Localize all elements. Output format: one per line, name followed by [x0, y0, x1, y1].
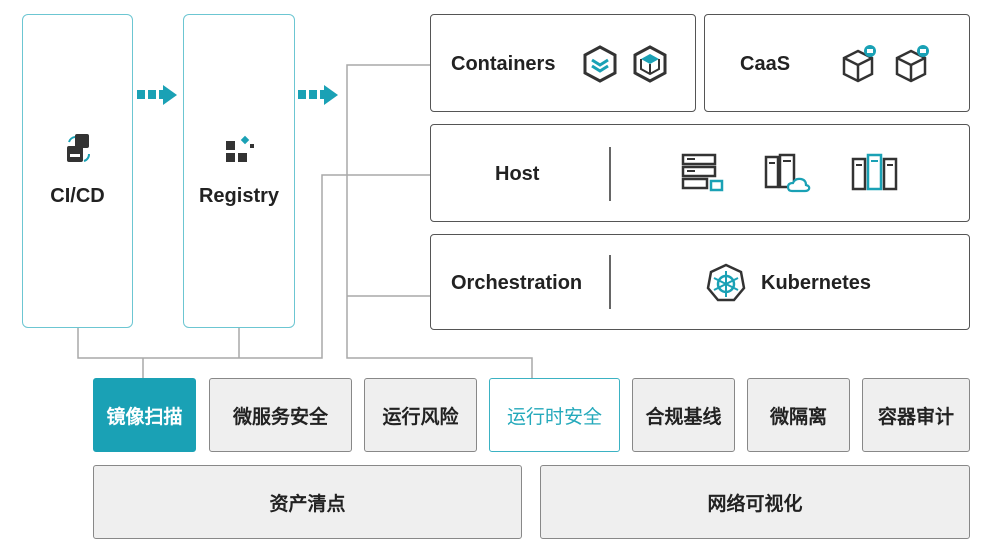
feature-container-audit[interactable]: 容器审计: [862, 378, 970, 452]
feature-micro-segmentation[interactable]: 微隔离: [747, 378, 850, 452]
asset-inventory-bar[interactable]: 资产清点: [93, 465, 522, 539]
orchestration-box: Orchestration Kubernetes: [430, 234, 970, 330]
network-visualization-bar[interactable]: 网络可视化: [540, 465, 970, 539]
server-cloud-icon: [764, 153, 812, 195]
feature-runtime-security[interactable]: 运行时安全: [489, 378, 620, 452]
feature-compliance-baseline[interactable]: 合规基线: [632, 378, 735, 452]
containers-icon: [581, 45, 619, 83]
caas-label: CaaS: [740, 53, 791, 75]
caas-box: CaaS: [704, 14, 970, 112]
divider: [609, 147, 611, 201]
containers-label: Containers: [451, 53, 556, 75]
caas-icon: [893, 43, 933, 83]
server-icon: [681, 153, 725, 195]
orchestration-label: Orchestration: [451, 272, 583, 294]
server-rack-icon: [851, 153, 899, 195]
registry-icon: [224, 135, 256, 167]
feature-runtime-risk[interactable]: 运行风险: [364, 378, 477, 452]
cicd-box: CI/CD: [22, 14, 133, 328]
caas-icon: [840, 43, 880, 83]
feature-image-scan[interactable]: 镜像扫描: [93, 378, 196, 452]
containers-icon: [631, 45, 669, 83]
cicd-icon: [63, 132, 95, 166]
containers-box: Containers: [430, 14, 696, 112]
arrow-icon: [298, 84, 340, 106]
arrow-icon: [137, 84, 179, 106]
host-box: Host: [430, 124, 970, 222]
registry-box: Registry: [183, 14, 295, 328]
kubernetes-label: Kubernetes: [761, 272, 872, 294]
registry-label: Registry: [198, 185, 280, 207]
kubernetes-icon: [706, 263, 746, 303]
feature-microservice-security[interactable]: 微服务安全: [209, 378, 352, 452]
host-label: Host: [495, 163, 540, 185]
cicd-label: CI/CD: [50, 185, 105, 207]
divider: [609, 255, 611, 309]
